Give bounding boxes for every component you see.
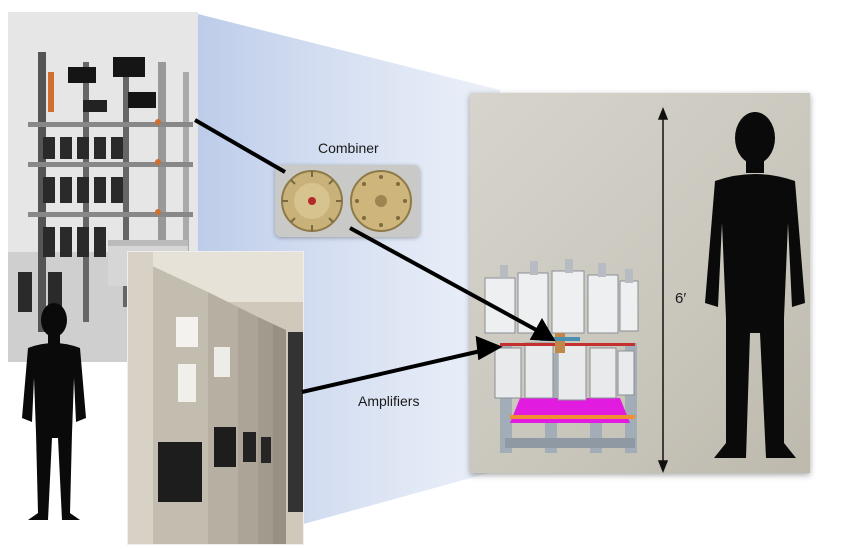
rack-to-combiner-line: [193, 118, 287, 174]
amplifiers-arrow: [301, 348, 486, 394]
person-silhouette-small: [22, 303, 86, 520]
combiner-label: Combiner: [318, 140, 379, 156]
amplifiers-arrowhead: [475, 335, 503, 361]
combiner-arrow: [349, 226, 541, 334]
combiner-arrowhead: [529, 317, 556, 342]
amplifier-assembly-render: [484, 106, 805, 473]
combiner-illustration: [275, 165, 420, 237]
height-label: 6′: [675, 290, 687, 307]
system-render-panel: [470, 93, 810, 473]
person-silhouette-large: [705, 112, 805, 458]
height-dimension-arrow: [657, 106, 669, 473]
cabinets-illustration: [128, 252, 303, 544]
amplifiers-label: Amplifiers: [358, 393, 420, 409]
amplifier-cabinets-photo: [128, 252, 303, 544]
combiner-photo: [275, 165, 420, 237]
